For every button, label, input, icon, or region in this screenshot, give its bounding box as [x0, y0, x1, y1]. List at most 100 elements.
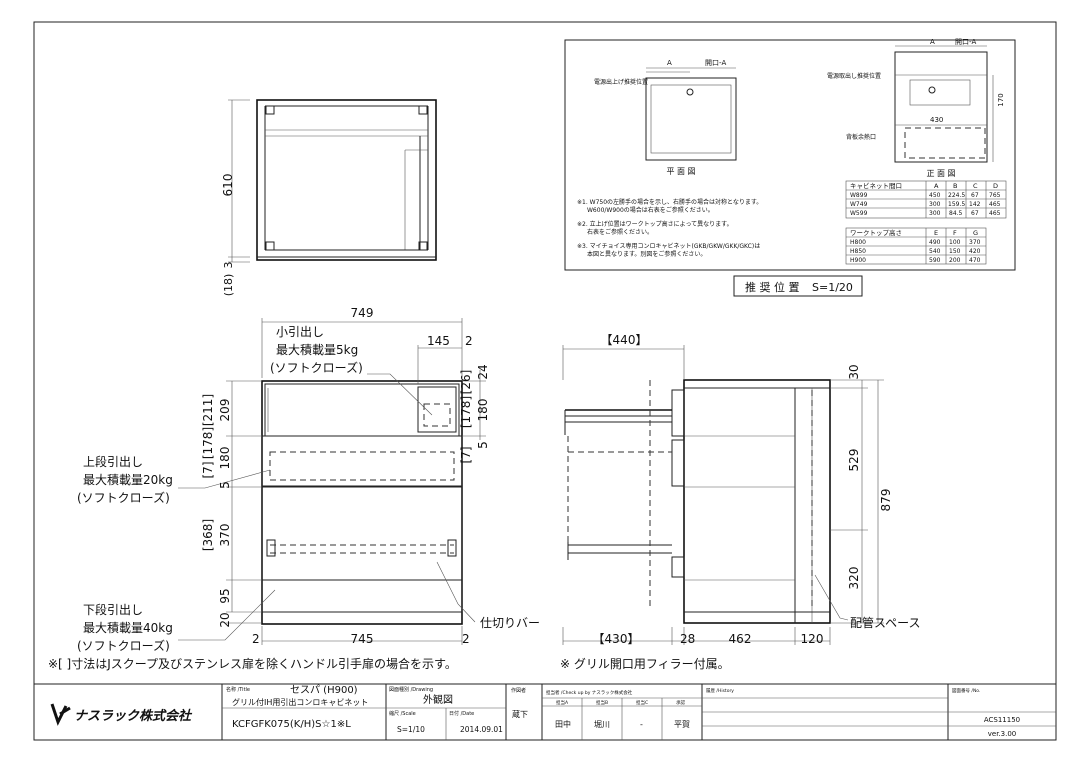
- pipe-space-label: 配管スペース: [850, 615, 921, 630]
- check-val3: -: [640, 720, 643, 729]
- small-drawer-line2: 最大積載量5kg: [276, 342, 358, 357]
- front-view: [178, 318, 486, 645]
- inset-note1b: W600/W900の場合は右表をご参照ください。: [587, 206, 714, 214]
- lower-drawer-line2: 最大積載量40kg: [83, 620, 173, 635]
- t2-r2c1: 590: [929, 257, 941, 264]
- side-dim-440: 【440】: [601, 333, 648, 347]
- upper-drawer-line2: 最大積載量20kg: [83, 472, 173, 487]
- divider-label: 仕切りバー: [480, 616, 540, 630]
- t2-h1: E: [934, 229, 938, 237]
- t2-r0c1: 490: [929, 239, 941, 246]
- t1-r2c3: 67: [971, 210, 979, 217]
- sheet-frame: [33, 21, 1057, 741]
- version-value: ver.3.00: [988, 730, 1017, 738]
- lower-drawer-line1: 下段引出し: [83, 602, 143, 617]
- front-dim-20: 20: [218, 612, 232, 627]
- t1-r2c1: 300: [929, 210, 941, 217]
- front-dim-24: 24: [476, 364, 490, 379]
- t1-r2c4: 465: [989, 210, 1001, 217]
- front-dim-95: 95: [218, 588, 232, 603]
- front-dim-180a: 180: [476, 399, 490, 422]
- front-dim-2-left: 2: [252, 632, 260, 646]
- t2-r1c1: 540: [929, 248, 941, 255]
- t2-h3: G: [973, 229, 978, 237]
- t2-r2c0: H900: [850, 257, 866, 264]
- t1-r0c4: 765: [989, 192, 1001, 199]
- title-block: [33, 683, 1057, 741]
- front-dim-7a: [7]: [459, 447, 473, 464]
- side-dim-30: 30: [847, 364, 861, 379]
- check-val2: 堀川: [594, 720, 610, 729]
- recommend-title: 推 奨 位 置: [745, 280, 800, 294]
- side-dim-462: 462: [729, 632, 752, 646]
- inset-note2b: 右表をご参照ください。: [587, 228, 653, 236]
- front-dim-180b: 180: [218, 447, 232, 470]
- inset-dim-430: 430: [930, 116, 943, 124]
- small-drawer-line3: (ソフトクローズ): [270, 360, 363, 375]
- check-val1: 田中: [555, 719, 571, 729]
- t1-h2: B: [953, 182, 957, 190]
- inset-caption-right: 正 面 図: [926, 169, 955, 178]
- t2-r1c2: 150: [949, 248, 961, 255]
- inset-open-label: 開口-A: [705, 59, 727, 67]
- inset-note3: ※3. マイチョイス専用コンロキャビネット(GKB/GKW/GKK/GKC)は: [577, 242, 760, 250]
- t1-r1c3: 142: [969, 201, 981, 208]
- front-dim-209: 209: [218, 399, 232, 422]
- t2-h2: F: [953, 229, 957, 237]
- side-dim-320: 320: [847, 567, 861, 590]
- t1-r1c0: W749: [850, 201, 868, 208]
- check-label: 担当者 /Check up by ナスラック株式会社: [546, 689, 633, 696]
- front-dim-370: 370: [218, 524, 232, 547]
- inset-open-label-right: 開口-A: [955, 38, 977, 46]
- top-dim-3: 3: [222, 262, 235, 269]
- top-dim-18: (18): [222, 274, 235, 297]
- inset-panel: [564, 39, 1016, 297]
- recommend-scale: S=1/20: [812, 281, 853, 294]
- t1-h4: D: [993, 182, 998, 190]
- bracket-note: ※[ ]寸法はJスクープ及びステンレス扉を除くハンドル引手扉の場合を示す。: [48, 656, 457, 671]
- front-dim-7b: [7]: [201, 462, 215, 479]
- scale-label: 縮尺 /Scale: [389, 710, 416, 717]
- front-dim-26: [26]: [459, 370, 473, 395]
- drawn-label: 作図者: [511, 687, 526, 694]
- front-dim-745: 745: [351, 632, 374, 646]
- t1-r1c1: 300: [929, 201, 941, 208]
- check-head1: 担当A: [556, 699, 569, 706]
- drawing-label: 図面種別 /Drawing: [389, 686, 433, 693]
- inset-dim-170: 170: [997, 93, 1005, 106]
- drawn-value: 蔵下: [512, 709, 528, 719]
- company-name: ナスラック株式会社: [74, 708, 193, 724]
- upper-drawer-line1: 上段引出し: [83, 454, 143, 469]
- front-dim-145: 145: [427, 334, 450, 348]
- drawing-value: 外観図: [423, 693, 453, 706]
- upper-drawer-line3: (ソフトクローズ): [77, 490, 170, 505]
- filler-note: ※ グリル開口用フィラー付属。: [560, 657, 730, 671]
- t1-r0c3: 67: [971, 192, 979, 199]
- t1-r1c2: 159.5: [948, 201, 965, 208]
- inset-label-a: A: [667, 59, 672, 67]
- inset-caption-left: 平 面 図: [666, 167, 695, 176]
- side-dim-430: 【430】: [593, 632, 640, 646]
- t2-r1c3: 420: [969, 248, 981, 255]
- name-sub: グリル付IH用引出コンロキャビネット: [232, 697, 368, 707]
- t1-r2c0: W599: [850, 210, 868, 217]
- front-dim-5a: 5: [476, 441, 490, 449]
- check-head2: 担当B: [596, 699, 608, 706]
- t1-h3: C: [973, 182, 978, 190]
- front-dim-211: [211]: [201, 394, 215, 426]
- front-dim-2-right: 2: [462, 632, 470, 646]
- top-view: [228, 99, 437, 263]
- date-value: 2014.09.01: [460, 725, 503, 734]
- history-label: 履歴 /History: [706, 688, 734, 694]
- number-label: 図面番号 /No.: [952, 687, 980, 694]
- inset-label-a-right: A: [930, 38, 935, 46]
- t2-h0: ワークトップ高さ: [850, 228, 902, 237]
- date-label: 日付 /Date: [449, 710, 474, 717]
- model-number: KCFGFK075(K/H)S☆1※L: [232, 719, 351, 730]
- check-val4: 平賀: [674, 719, 690, 729]
- side-dim-120: 120: [801, 632, 824, 646]
- scale-value: S=1/10: [397, 725, 425, 734]
- t1-h1: A: [934, 182, 939, 190]
